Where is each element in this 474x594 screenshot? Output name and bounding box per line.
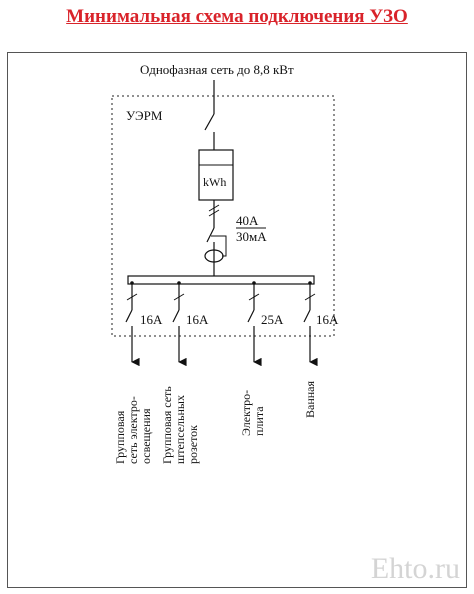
bus-terminal [177,281,181,285]
svg-text:сеть электро-: сеть электро- [126,396,140,464]
breaker-rating: 25A [261,312,284,327]
load-label-sockets: Групповая сеть штепсельных розеток [160,386,200,464]
panel-label: УЭРМ [126,108,163,123]
svg-text:Групповая: Групповая [113,410,127,464]
breaker-rating: 16A [186,312,209,327]
load-label-bathroom: Ванная [303,381,317,419]
watermark: Ehto.ru [370,552,460,585]
breaker-rating: 16A [316,312,339,327]
load-label-stove: Электро- плита [239,390,266,436]
svg-text:розеток: розеток [186,425,200,464]
supply-label: Однофазная сеть до 8,8 кВт [140,62,294,77]
panel-enclosure [111,95,335,337]
svg-text:Групповая сеть: Групповая сеть [160,386,174,464]
cable-mark-2 [208,209,220,217]
meter-box [198,149,234,201]
svg-text:освещения: освещения [139,408,153,464]
bus-terminal [130,281,134,285]
branch-sockets: 16A [172,284,209,367]
svg-text:Ванная: Ванная [303,381,317,419]
main-switch [204,113,215,131]
branch-lighting: 16A [125,284,163,367]
image-frame [7,52,467,588]
rcd-current: 40A [236,213,259,228]
rcd-trip-link [211,235,227,257]
bus-bar [127,275,315,285]
svg-text:плита: плита [252,406,266,436]
load-label-lighting: Групповая сеть электро- освещения [113,396,153,464]
svg-text:штепсельных: штепсельных [173,395,187,464]
page-title: Минимальная схема подключения УЗО [66,6,408,27]
rcd-contact [206,227,215,243]
rcd-leakage: 30мА [236,229,267,244]
branch-stove: 25A [247,284,284,367]
breaker-rating: 16A [140,312,163,327]
branch-bathroom: 16A [303,284,339,367]
bus-terminal [308,281,312,285]
rcd-sensor-ring [204,249,224,263]
svg-text:Электро-: Электро- [239,390,253,436]
meter-label: kWh [203,175,226,189]
cable-mark-1 [208,204,220,212]
bus-terminal [252,281,256,285]
